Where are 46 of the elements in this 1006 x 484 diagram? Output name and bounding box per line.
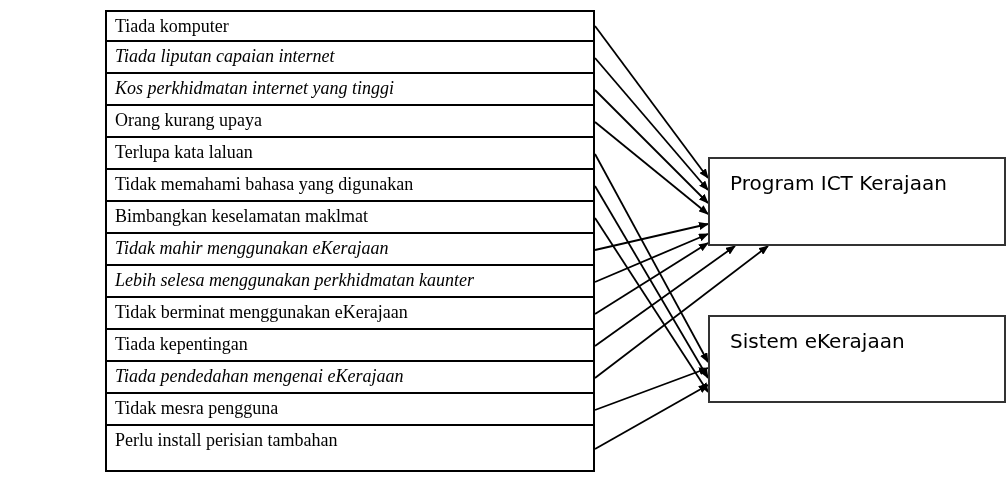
table-row [105, 266, 595, 298]
row-text: Tidak berminat menggunakan eKerajaan [115, 301, 408, 324]
table-row [105, 362, 595, 394]
table-row [105, 202, 595, 234]
arrow [594, 245, 736, 347]
target-label: Program ICT Kerajaan [730, 171, 947, 195]
target-box [708, 157, 1006, 246]
target-box [708, 315, 1006, 403]
arrow [594, 121, 709, 215]
table-row [105, 298, 595, 330]
row-text: Tiada liputan capaian internet [115, 45, 335, 68]
arrow [594, 185, 709, 379]
arrow [594, 367, 709, 411]
table-row [105, 42, 595, 74]
row-text: Tiada kepentingan [115, 333, 248, 356]
row-text: Tidak memahami bahasa yang digunakan [115, 173, 414, 196]
table-row [105, 106, 595, 138]
arrow [594, 57, 709, 191]
row-text: Terlupa kata laluan [115, 141, 253, 164]
arrow [594, 384, 709, 450]
row-text: Perlu install perisian tambahan [115, 429, 338, 452]
arrow [594, 242, 709, 315]
arrow [594, 25, 709, 179]
target-label: Sistem eKerajaan [730, 329, 905, 353]
row-text: Orang kurang upaya [115, 109, 262, 132]
arrow [594, 245, 769, 379]
row-text: Bimbangkan keselamatan maklmat [115, 205, 368, 228]
row-text: Tiada komputer [115, 15, 229, 38]
arrow [594, 233, 709, 283]
arrow [594, 153, 709, 363]
row-text: Lebih selesa menggunakan perkhidmatan kaunter [115, 269, 474, 292]
table-row [105, 234, 595, 266]
arrow [594, 217, 709, 393]
row-text: Tiada pendedahan mengenai eKerajaan [115, 365, 404, 388]
row-text: Kos perkhidmatan internet yang tinggi [115, 77, 394, 100]
table-row [105, 426, 595, 472]
table-row [105, 170, 595, 202]
table-row [105, 394, 595, 426]
row-text: Tidak mahir menggunakan eKerajaan [115, 237, 389, 260]
table-row [105, 10, 595, 42]
arrow [594, 89, 709, 204]
table-row [105, 138, 595, 170]
table-row [105, 74, 595, 106]
row-text: Tidak mesra pengguna [115, 397, 279, 420]
arrow [594, 222, 709, 251]
table-row [105, 330, 595, 362]
